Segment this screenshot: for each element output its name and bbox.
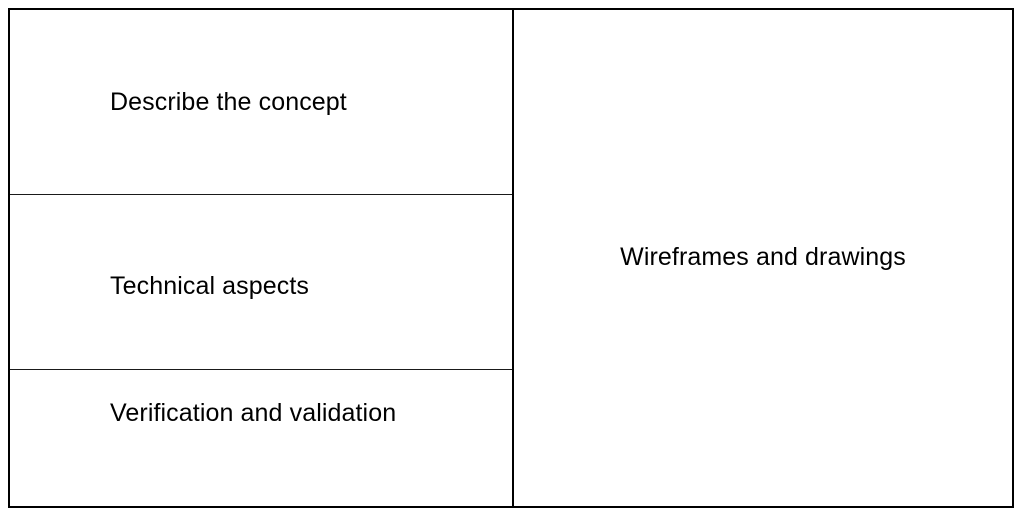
panel-label-wireframes-and-drawings: Wireframes and drawings (620, 243, 906, 271)
cell-label-describe-the-concept: Describe the concept (110, 88, 347, 116)
cell-describe-the-concept[interactable]: Describe the concept (10, 10, 512, 195)
cell-verification-and-validation[interactable]: Verification and validation (10, 370, 512, 506)
diagram-frame: Describe the concept Technical aspects V… (8, 8, 1014, 508)
cell-technical-aspects[interactable]: Technical aspects (10, 195, 512, 370)
cell-label-verification-and-validation: Verification and validation (110, 399, 397, 427)
cell-label-technical-aspects: Technical aspects (110, 272, 310, 300)
right-column-wireframes[interactable]: Wireframes and drawings (514, 10, 1012, 506)
left-column: Describe the concept Technical aspects V… (10, 10, 514, 506)
